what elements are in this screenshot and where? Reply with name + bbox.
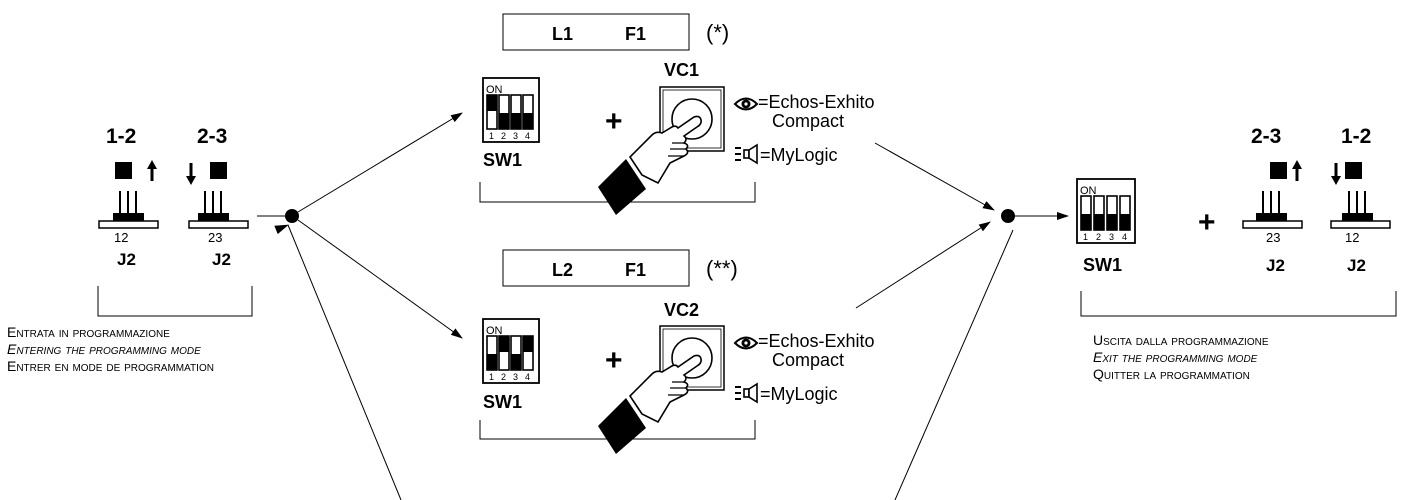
entry-jumper-right-label: 2-3	[197, 125, 227, 148]
plus-sign: +	[1198, 206, 1216, 239]
jumper-cap	[1345, 162, 1362, 179]
svg-text:1: 1	[489, 131, 494, 141]
jumper-pins	[1242, 191, 1303, 229]
jumper-pins	[98, 191, 159, 229]
eye-text-line1: =Echos-Exhito	[758, 331, 875, 351]
footnote-marker: (*)	[706, 20, 729, 45]
svg-text:ON: ON	[486, 325, 503, 337]
exit-caption-line3: Quitter la programmation	[1093, 366, 1250, 382]
exit-left-pin-numbers: 23	[1266, 230, 1280, 245]
switch-name: SW1	[483, 150, 522, 170]
exit-right-pin-numbers: 12	[1345, 230, 1359, 245]
flow-lines	[257, 112, 1069, 500]
exit-jumper-left-label: 2-3	[1251, 125, 1281, 148]
junction-node-left	[285, 209, 299, 223]
lower-path: L2 F1 (**) ON 1 2 3 4 SW1 + VC2	[479, 249, 875, 454]
svg-text:2: 2	[501, 131, 506, 141]
entry-right-jumper-name: J2	[212, 250, 231, 269]
exit-caption-line1: Uscita dalla programmazione	[1093, 332, 1269, 348]
push-button-hand-icon	[598, 325, 725, 454]
entry-jumper-group: 1-2 2-3 12 J2 23 J2	[97, 125, 253, 317]
switch-name: SW1	[1083, 255, 1122, 275]
eye-text-line2: Compact	[772, 111, 844, 131]
push-button-hand-icon	[598, 86, 725, 215]
jumper-cap	[210, 162, 227, 179]
plus-sign: +	[605, 344, 623, 377]
entry-bracket	[97, 286, 253, 317]
exit-bracket	[1080, 291, 1397, 317]
exit-left-jumper-name: J2	[1266, 256, 1285, 275]
svg-text:3: 3	[1109, 232, 1114, 242]
jumper-pins	[1330, 191, 1391, 229]
lower-bracket	[479, 420, 756, 440]
upper-bracket	[479, 182, 756, 203]
speaker-icon	[735, 143, 758, 165]
eye-icon	[733, 97, 759, 111]
entry-caption-line3: Entrer en mode de programmation	[7, 358, 214, 374]
jumper-cap	[115, 162, 132, 179]
dip-switch-icon: ON 1 2 3 4	[1076, 178, 1136, 244]
button-name: VC1	[664, 60, 699, 80]
svg-text:1: 1	[1083, 232, 1088, 242]
entry-jumper-left-label: 1-2	[106, 125, 136, 148]
plus-sign: +	[605, 105, 623, 138]
svg-text:3: 3	[513, 372, 518, 382]
switch-name: SW1	[483, 392, 522, 412]
svg-text:ON: ON	[1080, 185, 1097, 197]
speaker-text: =MyLogic	[760, 145, 838, 165]
display-box	[502, 13, 690, 51]
svg-text:4: 4	[1122, 232, 1127, 242]
jumper-cap	[1270, 162, 1287, 179]
footnote-marker: (**)	[706, 256, 738, 281]
exit-right-jumper-name: J2	[1347, 256, 1366, 275]
display-left-code: L1	[552, 24, 573, 44]
exit-path: ON 1 2 3 4 SW1 + 2-3 1-2 23	[1076, 125, 1397, 317]
svg-text:1: 1	[489, 372, 494, 382]
dip-switch-icon: ON 1 2 3 4	[482, 318, 540, 384]
exit-jumper-right-label: 1-2	[1341, 125, 1371, 148]
junction-node-right	[1001, 209, 1015, 223]
svg-text:4: 4	[525, 131, 530, 141]
display-left-code: L2	[552, 260, 573, 280]
upper-path: L1 F1 (*) ON 1 2 3 4 SW1 + VC1	[479, 13, 875, 215]
entry-left-jumper-name: J2	[117, 250, 136, 269]
entry-right-pin-numbers: 23	[208, 230, 222, 245]
svg-text:3: 3	[513, 131, 518, 141]
dip-switch-icon: ON 1 2 3 4	[482, 77, 540, 143]
eye-text-line1: =Echos-Exhito	[758, 92, 875, 112]
eye-text-line2: Compact	[772, 350, 844, 370]
svg-text:2: 2	[1096, 232, 1101, 242]
svg-text:2: 2	[501, 372, 506, 382]
jumper-pins	[188, 191, 249, 229]
speaker-icon	[735, 382, 758, 404]
entry-caption-line1: Entrata in programmazione	[7, 324, 170, 340]
svg-text:ON: ON	[486, 84, 503, 96]
eye-icon	[733, 336, 759, 350]
button-name: VC2	[664, 300, 699, 320]
speaker-text: =MyLogic	[760, 384, 838, 404]
entry-left-pin-numbers: 12	[114, 230, 128, 245]
exit-caption-line2: Exit the programming mode	[1093, 349, 1258, 365]
display-right-code: F1	[625, 260, 646, 280]
display-right-code: F1	[625, 24, 646, 44]
entry-caption-line2: Entering the programming mode	[7, 341, 201, 357]
svg-text:4: 4	[525, 372, 530, 382]
display-box	[502, 249, 690, 287]
